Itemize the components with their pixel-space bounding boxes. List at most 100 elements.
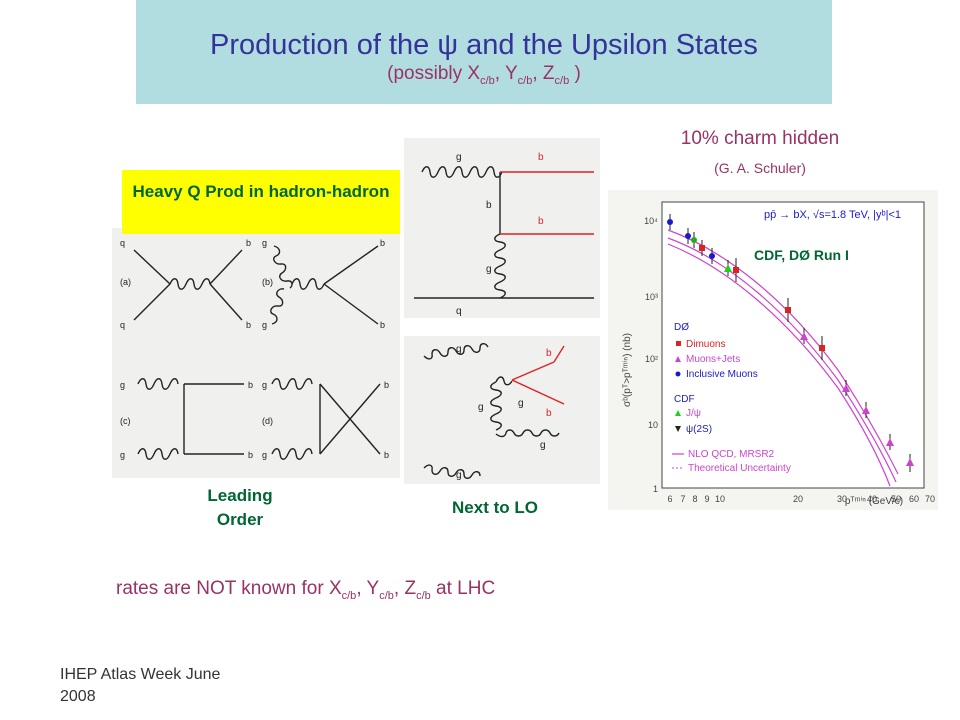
- slide-title: Production of the ψ and the Upsilon Stat…: [136, 28, 832, 62]
- ytick-10: 10: [648, 420, 658, 430]
- xtick-6: 6: [667, 494, 672, 504]
- schuler-citation: (G. A. Schuler): [714, 160, 806, 176]
- sub-y-index: c/b: [517, 74, 533, 87]
- legend-nlo: NLO QCD, MRSR2: [688, 449, 775, 460]
- nlo-curve-lowest: [667, 243, 891, 487]
- nlo-b-internal: b: [486, 200, 492, 211]
- sub-z: Z: [542, 63, 555, 84]
- nlo-diagrams: g b g q g g g g g b b b b: [404, 138, 600, 484]
- lo-d-b: b: [384, 380, 389, 390]
- rates-z: Z: [404, 578, 417, 599]
- ytick-1e4: 10⁴: [644, 216, 658, 226]
- leading-order-label: Leading Order: [207, 486, 273, 529]
- lo-a-bbar: b: [246, 320, 251, 330]
- title-banner: Production of the ψ and the Upsilon Stat…: [136, 0, 832, 104]
- rates-y: Y: [366, 578, 380, 599]
- next-to-lo-label: Next to LO: [452, 498, 538, 517]
- legend-psi2s: ψ(2S): [686, 424, 712, 435]
- nlo-top-bg: [404, 138, 600, 318]
- nlo-g1: g: [456, 152, 462, 163]
- sub-x-index: c/b: [480, 74, 495, 87]
- plot-xlabel: pᵀᵐⁱⁿ (GeV/c): [845, 496, 903, 507]
- lo-c-g2: g: [120, 450, 125, 460]
- rates-z-index: c/b: [416, 589, 431, 602]
- xtick-60: 60: [909, 494, 919, 504]
- lo-c-b: b: [248, 380, 253, 390]
- plot-process-label: pp̄ → bX, √s=1.8 TeV, |yᵇ|<1: [764, 209, 901, 221]
- sub-z-index: c/b: [554, 74, 570, 87]
- rates-text-post: at LHC: [430, 578, 496, 599]
- nlo-b-out3: b: [546, 348, 552, 359]
- legend-dimuons: Dimuons: [686, 339, 725, 350]
- nlo-g3: g: [456, 344, 462, 355]
- lo-b-g2: g: [262, 320, 267, 330]
- lo-b-bbar: b: [380, 320, 385, 330]
- slide-subtitle: (possibly Xc/b, Yc/b, Zc/b ): [136, 62, 832, 93]
- data-points: [667, 214, 914, 472]
- sub-sep-1: ,: [494, 63, 505, 84]
- legend-jpsi: J/ψ: [686, 408, 701, 419]
- lo-d-bbar: b: [384, 450, 389, 460]
- lo-d-g2: g: [262, 450, 267, 460]
- xtick-30: 30: [837, 494, 847, 504]
- heavy-q-label: Heavy Q Prod in hadron-hadron: [132, 182, 390, 201]
- xtick-20: 20: [793, 494, 803, 504]
- xtick-40: 40: [867, 494, 877, 504]
- lo-c-g1: g: [120, 380, 125, 390]
- rates-sep-1: ,: [356, 578, 367, 599]
- footer-text: IHEP Atlas Week June 2008: [60, 666, 221, 705]
- nlo-bottom-bg: [404, 336, 600, 484]
- lo-tag-c: (c): [120, 416, 131, 426]
- legend-d0: DØ: [674, 322, 689, 333]
- title-psi-symbol: ψ: [437, 29, 459, 61]
- rates-y-index: c/b: [379, 589, 394, 602]
- lo-a-q: q: [120, 238, 125, 248]
- lo-tag-a: (a): [120, 277, 131, 287]
- sub-close: ): [569, 63, 581, 84]
- xtick-9: 9: [704, 494, 709, 504]
- xtick-8: 8: [692, 494, 697, 504]
- cdf-d0-run-label: CDF, DØ Run I: [754, 247, 849, 263]
- xtick-70: 70: [925, 494, 935, 504]
- lo-b-b: b: [380, 238, 385, 248]
- rates-statement: rates are NOT known for Xc/b, Yc/b, Zc/b…: [116, 578, 495, 602]
- charm-hidden-note: 10% charm hidden: [680, 128, 840, 149]
- legend-cdf: CDF: [674, 394, 695, 405]
- legend-theory: Theoretical Uncertainty: [688, 463, 791, 474]
- lo-b-g1: g: [262, 238, 267, 248]
- cross-section-plot: σᵇ(pᵀ>pᵀᵐⁱⁿ) (nb) pᵀᵐⁱⁿ (GeV/c) pp̄ → bX…: [608, 190, 938, 510]
- title-text-2: and the Upsilon States: [466, 29, 758, 61]
- sub-sep-2: ,: [532, 63, 543, 84]
- lo-tag-b: (b): [262, 277, 273, 287]
- nlo-g2: g: [486, 264, 492, 275]
- nlo-g7: g: [540, 440, 546, 451]
- heavy-q-label-box: Heavy Q Prod in hadron-hadron: [122, 170, 400, 234]
- lo-d-g1: g: [262, 380, 267, 390]
- leading-order-diagrams: q q (a) b b g g (b) b b g g (c) b b g g …: [112, 228, 400, 478]
- rates-sep-2: ,: [393, 578, 405, 599]
- nlo-b-out4: b: [546, 408, 552, 419]
- xtick-7: 7: [680, 494, 685, 504]
- sub-x: (possibly X: [387, 63, 481, 84]
- nlo-curve-lower: [667, 237, 897, 483]
- lo-panel-bg: [112, 228, 400, 478]
- nlo-q: q: [456, 306, 462, 317]
- lo-tag-d: (d): [262, 416, 273, 426]
- nlo-b-out2: b: [538, 216, 544, 227]
- rates-text-pre: rates are NOT known for X: [116, 578, 342, 599]
- lo-c-bbar: b: [248, 450, 253, 460]
- nlo-g4: g: [478, 402, 484, 413]
- xtick-10: 10: [715, 494, 725, 504]
- title-text-1: Production of the: [210, 29, 430, 61]
- legend-inclusive: Inclusive Muons: [686, 369, 758, 380]
- xtick-50: 50: [891, 494, 901, 504]
- plot-ylabel: σᵇ(pᵀ>pᵀᵐⁱⁿ) (nb): [622, 333, 633, 407]
- nlo-curve-central: [667, 229, 899, 475]
- ytick-1e2: 10²: [645, 354, 658, 364]
- ytick-1e3: 10³: [645, 292, 658, 302]
- rates-x-index: c/b: [341, 589, 357, 602]
- nlo-b-out1: b: [538, 152, 544, 163]
- nlo-g6: g: [456, 470, 462, 481]
- sub-y: Y: [504, 63, 518, 84]
- nlo-g5: g: [518, 398, 524, 409]
